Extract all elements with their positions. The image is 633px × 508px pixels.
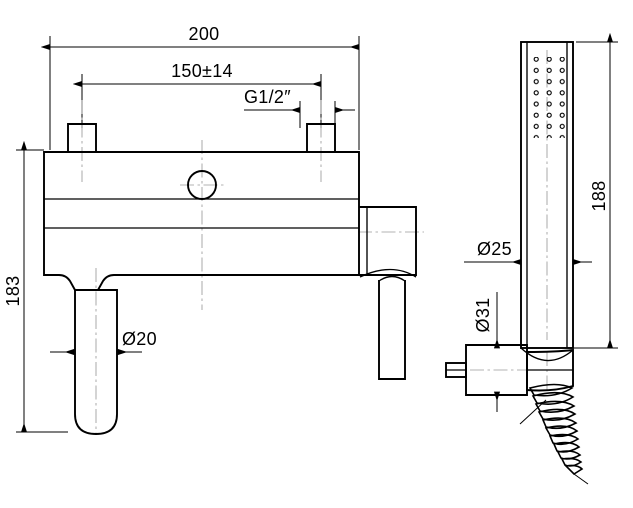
left-inlet-boss: [67, 123, 97, 152]
dimension-thread-size: G1/2″: [244, 87, 355, 128]
flexible-hose: [519, 383, 589, 485]
dimension-label-bracket-diameter: Ø31: [473, 298, 493, 333]
shower-base-fillet: [520, 347, 574, 362]
dimension-label-shower-length: 188: [589, 181, 609, 212]
dimension-label-inlet-centers: 150±14: [171, 61, 233, 81]
dimension-overall-width: 200: [40, 24, 360, 150]
outlet-spout: [378, 280, 406, 380]
dimension-label-thread-size: G1/2″: [244, 87, 291, 107]
dimension-label-handle-diameter: Ø20: [122, 329, 157, 349]
bracket-shower-holder: [526, 348, 574, 392]
dimension-bracket-diameter: Ø31: [473, 292, 501, 412]
dimension-overall-height: 183: [3, 140, 68, 433]
dimension-label-shower-diameter: Ø25: [477, 239, 512, 259]
wall-bracket-body: [465, 344, 528, 396]
dimension-handle-diameter: Ø20: [50, 329, 157, 356]
spout-fillet-upper: [359, 268, 417, 278]
dimension-shower-length: 188: [570, 32, 618, 349]
front-view-center-lines: [81, 100, 424, 434]
outlet-boss: [359, 206, 417, 276]
side-view: 188 Ø25 Ø31: [445, 32, 618, 485]
dimension-label-overall-height: 183: [3, 276, 23, 307]
dimension-shower-diameter: Ø25: [464, 239, 592, 266]
right-inlet-boss: [306, 123, 336, 152]
hand-shower-body: [520, 41, 574, 349]
dimension-label-overall-width: 200: [189, 24, 220, 44]
spray-nozzle-holes: [530, 57, 565, 138]
diverter-knob-circle: [187, 170, 217, 200]
mixer-body-outline: [43, 151, 360, 291]
front-view: 200 150±14 G1/2″ 183: [3, 24, 424, 435]
spout-fillet-lower: [378, 275, 406, 282]
lever-handle: [74, 289, 118, 435]
